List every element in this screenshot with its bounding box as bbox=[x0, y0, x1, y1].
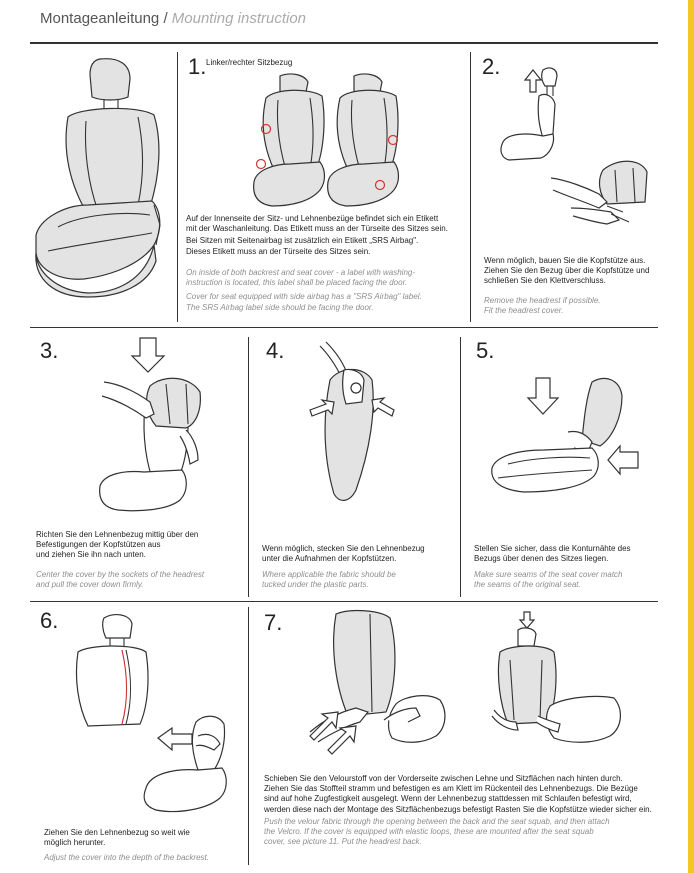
divider-v-1 bbox=[177, 52, 178, 322]
divider-v-4 bbox=[460, 337, 461, 597]
step-7-text-en: Push the velour fabric through the openi… bbox=[264, 817, 610, 847]
step-3-illustration bbox=[99, 337, 201, 512]
seat-illustration bbox=[35, 58, 161, 298]
step-7-text-de: Schieben Sie den Velourstoff von der Vor… bbox=[264, 774, 652, 814]
step-3-text-de: Richten Sie den Lehnenbezug mittig über … bbox=[36, 530, 199, 560]
title-en: Mounting instruction bbox=[171, 10, 307, 27]
header-rule bbox=[30, 42, 658, 44]
step-7-number: 7. bbox=[264, 610, 283, 635]
title-separator: / bbox=[163, 10, 168, 27]
step-5-text-en: Make sure seams of the seat cover match … bbox=[474, 570, 623, 590]
step-6-number: 6. bbox=[40, 608, 59, 633]
step-4-number: 4. bbox=[266, 338, 285, 363]
step-6-illustration bbox=[75, 614, 227, 813]
title-de: Montageanleitung bbox=[40, 10, 160, 27]
step-7-illustration-a bbox=[309, 609, 446, 755]
step-5-illustration bbox=[491, 377, 639, 493]
step-3-text-en: Center the cover by the sockets of the h… bbox=[36, 570, 205, 590]
page-header: Montageanleitung / Mounting instruction bbox=[40, 10, 306, 27]
step-5-number: 5. bbox=[476, 338, 495, 363]
step-4-text-de: Wenn möglich, stecken Sie den Lehnenbezu… bbox=[262, 544, 425, 564]
divider-v-3 bbox=[248, 337, 249, 597]
step-4-text-en: Where applicable the fabric should be tu… bbox=[262, 570, 396, 590]
step-1-number: 1. bbox=[188, 54, 207, 79]
step-2-number: 2. bbox=[482, 54, 501, 79]
step-4-illustration bbox=[309, 341, 395, 501]
step-2-illustration bbox=[500, 67, 648, 225]
step-3-number: 3. bbox=[40, 338, 59, 363]
accent-bar bbox=[688, 0, 694, 873]
step-6-text-de: Ziehen Sie den Lehnenbezug so weit wie m… bbox=[44, 828, 190, 848]
divider-h-2 bbox=[30, 601, 658, 602]
step-2-text-en: Remove the headrest if possible. Fit the… bbox=[484, 296, 601, 316]
step-5-text-de: Stellen Sie sicher, dass die Konturnähte… bbox=[474, 544, 631, 564]
divider-v-5 bbox=[248, 607, 249, 865]
step-1-illustration bbox=[253, 73, 400, 207]
divider-v-2 bbox=[470, 52, 471, 322]
step-2-text-de: Wenn möglich, bauen Sie die Kopfstütze a… bbox=[484, 256, 650, 286]
divider-h-1 bbox=[30, 327, 658, 328]
step-7-illustration-b bbox=[491, 611, 621, 743]
step-1-text-de: Auf der Innenseite der Sitz- und Lehnenb… bbox=[186, 214, 448, 256]
step-1-text-en: On inside of both backrest and seat cove… bbox=[186, 268, 422, 312]
step-1-title: Linker/rechter Sitzbezug bbox=[206, 58, 293, 67]
step-6-text-en: Adjust the cover into the depth of the b… bbox=[44, 853, 209, 862]
